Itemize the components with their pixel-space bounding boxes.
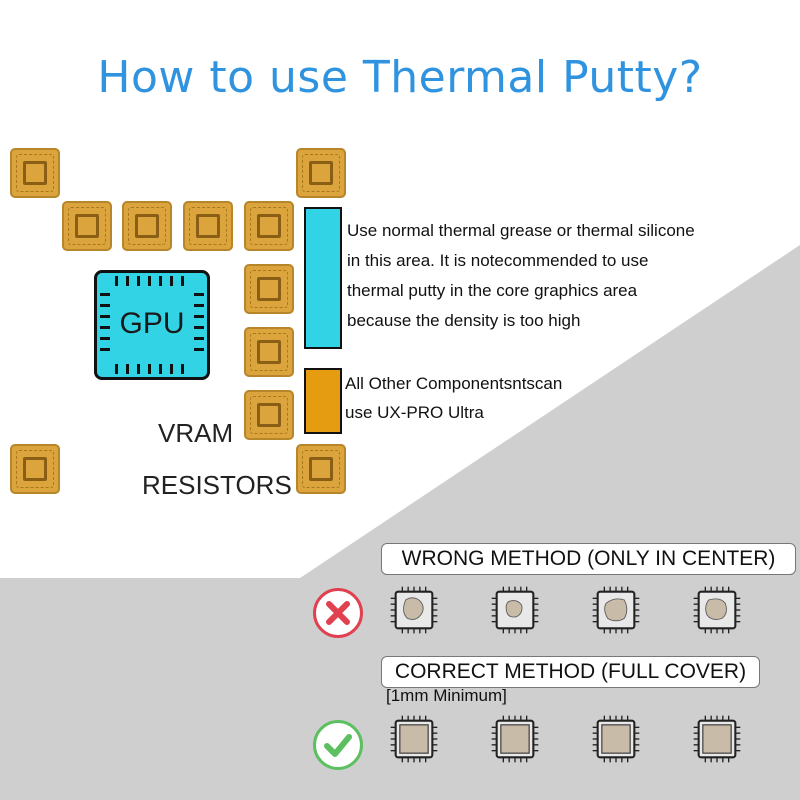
chip-center-applied-icon: [390, 586, 438, 634]
correct-method-label: CORRECT METHOD (FULL COVER): [381, 656, 760, 688]
page-title: How to use Thermal Putty?: [97, 52, 703, 103]
resistor-pad: [183, 201, 233, 251]
chip-center-applied-icon: [491, 586, 539, 634]
chip-full-cover-icon: [592, 715, 640, 763]
resistor-pad: [10, 444, 60, 494]
vram-label: VRAM: [158, 418, 234, 448]
resistor-pad: [244, 390, 294, 440]
note-line: Use normal thermal grease or thermal sil…: [347, 221, 695, 240]
resistor-pad: [122, 201, 172, 251]
chip-full-cover-icon: [491, 715, 539, 763]
gpu-pins-top: [115, 276, 189, 286]
resistor-pad: [62, 201, 112, 251]
resistor-pad: [244, 201, 294, 251]
putty-swatch: [304, 368, 342, 434]
core-area-swatch: [304, 207, 342, 349]
resistor-pad: [10, 148, 60, 198]
note-line: use UX-PRO Ultra: [345, 403, 484, 422]
note-line: because the density is too high: [347, 311, 581, 330]
gpu-pins-bottom: [115, 364, 189, 374]
note-line: thermal putty in the core graphics area: [347, 281, 638, 300]
gpu-label: GPU: [119, 307, 185, 340]
chip-full-cover-icon: [693, 715, 741, 763]
x-icon: [313, 588, 363, 638]
resistor-pad: [244, 327, 294, 377]
gpu-pins-right: [194, 293, 204, 357]
resistor-pad: [244, 264, 294, 314]
minimum-note: [1mm Minimum]: [386, 686, 507, 705]
check-icon: [313, 720, 363, 770]
gpu-pins-left: [100, 293, 110, 357]
chip-center-applied-icon: [592, 586, 640, 634]
other-components-note: All Other Componentsntscan use UX-PRO Ul…: [345, 369, 562, 427]
resistors-label: RESISTORS: [142, 470, 292, 500]
chip-full-cover-icon: [390, 715, 438, 763]
note-line: All Other Componentsntscan: [345, 374, 563, 393]
wrong-method-label: WRONG METHOD (ONLY IN CENTER): [381, 543, 796, 575]
note-line: in this area. It is notecommended to use: [347, 251, 649, 270]
core-area-note: Use normal thermal grease or thermal sil…: [347, 216, 695, 336]
chip-center-applied-icon: [693, 586, 741, 634]
gpu-chip: GPU: [94, 270, 210, 380]
resistor-pad: [296, 148, 346, 198]
resistor-pad: [296, 444, 346, 494]
